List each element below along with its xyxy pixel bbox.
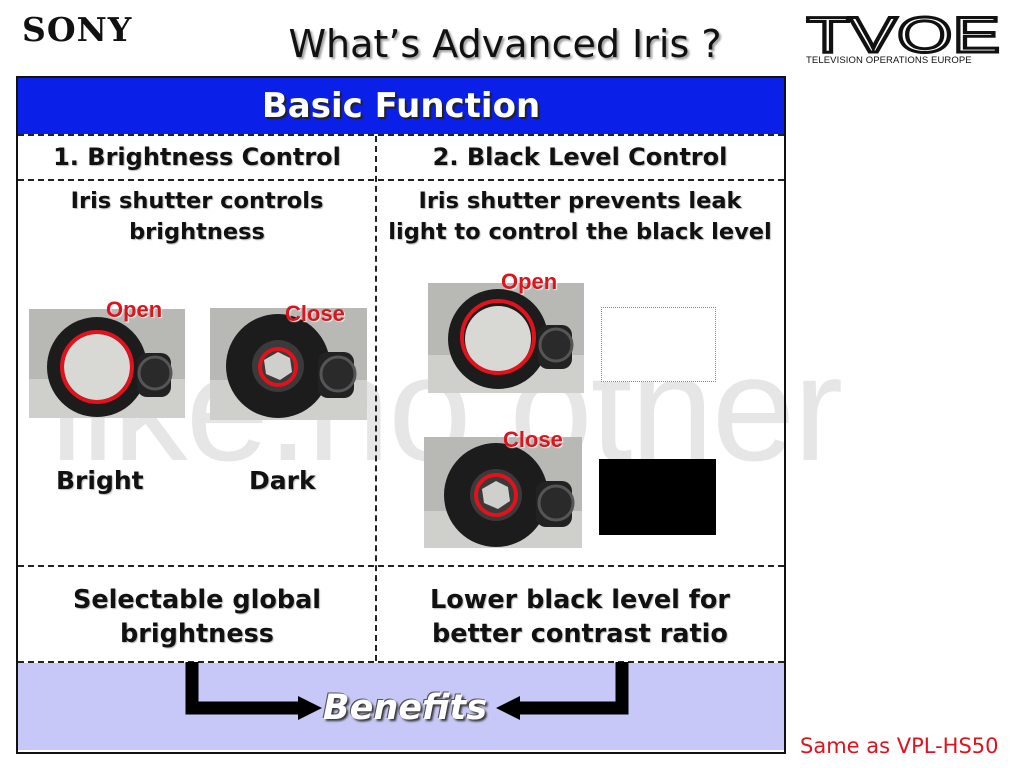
- description-black-level: Iris shutter prevents leak light to cont…: [378, 186, 782, 248]
- description-line: Iris shutter controls: [70, 188, 324, 214]
- iris-label-open-right: Open: [501, 269, 558, 294]
- iris-shutter-photo-icon: [428, 283, 584, 393]
- iris-photo-close-left: [210, 308, 367, 420]
- sony-logo: SONY: [22, 10, 133, 49]
- iris-shutter-photo-icon: [424, 437, 582, 548]
- benefit-line: brightness: [120, 619, 274, 649]
- slide-title: What’s Advanced Iris ?: [288, 22, 722, 66]
- description-line: Iris shutter prevents leak: [418, 188, 742, 214]
- header-band: Basic Function: [18, 78, 784, 134]
- divider-above-band: [18, 661, 784, 663]
- benefit-line: Lower black level for: [430, 585, 730, 615]
- benefit-line: Selectable global: [72, 585, 322, 615]
- column-heading-black-level: 2. Black Level Control: [432, 143, 728, 171]
- screen-swatch-black: [599, 459, 716, 535]
- iris-photo-open-left: [29, 309, 185, 418]
- benefit-black-level: Lower black level for better contrast ra…: [378, 583, 782, 651]
- divider-under-header: [18, 134, 784, 136]
- column-divider: [375, 136, 377, 661]
- tvoe-subtitle: TELEVISION OPERATIONS EUROPE: [806, 55, 972, 66]
- benefit-brightness: Selectable global brightness: [20, 583, 374, 651]
- iris-photo-close-right: [424, 437, 582, 548]
- iris-label-close-right: Close: [503, 427, 563, 452]
- benefits-label: Benefits: [322, 688, 488, 728]
- divider-under-headings: [18, 179, 784, 181]
- iris-label-close-left: Close: [285, 301, 345, 326]
- screen-swatch-white: [601, 307, 716, 382]
- description-line: light to control the black level: [388, 219, 772, 245]
- tvoe-logo-text: TVOE: [806, 12, 1000, 60]
- description-brightness: Iris shutter controls brightness: [20, 186, 374, 248]
- function-panel: [16, 76, 786, 754]
- arrow-right-icon: [185, 662, 629, 720]
- column-heading-brightness: 1. Brightness Control: [53, 143, 341, 171]
- caption-bright: Bright: [56, 466, 144, 495]
- iris-shutter-photo-icon: [210, 308, 367, 420]
- benefits-band: [18, 663, 784, 750]
- iris-photo-open-right: [428, 283, 584, 393]
- footnote: Same as VPL-HS50: [800, 734, 999, 758]
- benefit-line: better contrast ratio: [432, 619, 728, 649]
- caption-dark: Dark: [249, 466, 316, 495]
- divider-above-benefits: [18, 565, 784, 567]
- tvoe-logo: TVOE: [806, 12, 1002, 60]
- iris-shutter-photo-icon: [29, 309, 185, 418]
- iris-label-open-left: Open: [106, 297, 163, 322]
- header-title: Basic Function: [261, 86, 541, 126]
- description-line: brightness: [129, 219, 265, 245]
